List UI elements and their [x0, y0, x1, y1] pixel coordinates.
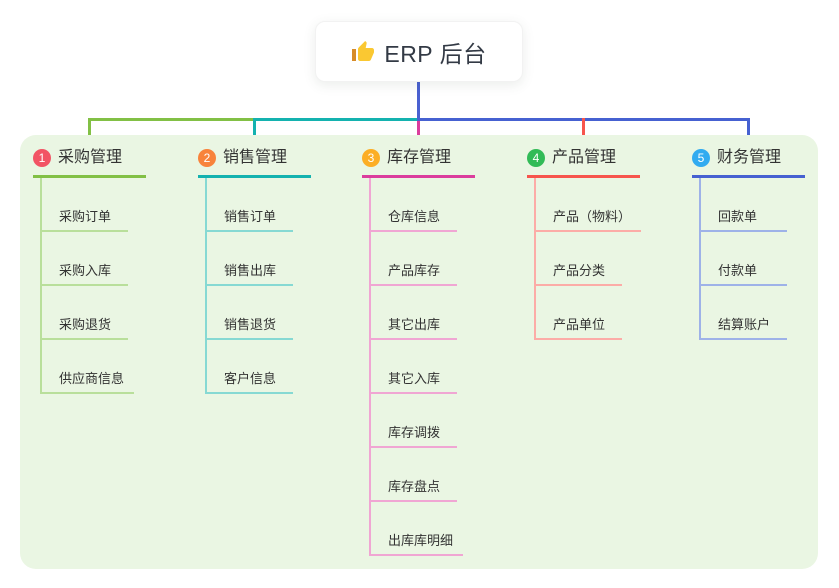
child-node[interactable]: 销售订单: [207, 178, 293, 232]
child-node[interactable]: 产品库存: [371, 232, 457, 286]
branch-number-badge: 2: [198, 149, 216, 167]
branch-label: 销售管理: [223, 149, 288, 166]
child-node[interactable]: 采购退货: [42, 286, 128, 340]
connector-line: [416, 121, 420, 147]
branch-3: 3 库存管理 仓库信息产品库存其它出库其它入库库存调拨库存盘点出库库明细: [362, 147, 475, 556]
child-node[interactable]: 其它出库: [371, 286, 457, 340]
child-node[interactable]: 回款单: [701, 178, 787, 232]
connector-line: [581, 118, 585, 147]
child-node[interactable]: 销售出库: [207, 232, 293, 286]
child-node[interactable]: 采购订单: [42, 178, 128, 232]
branch-number-badge: 5: [692, 149, 710, 167]
branch-4: 4 产品管理 产品（物料）产品分类产品单位: [527, 147, 642, 340]
branch-children: 采购订单采购入库采购退货供应商信息: [40, 178, 135, 394]
connector-line: [417, 82, 420, 121]
branch-header[interactable]: 1 采购管理: [33, 147, 146, 178]
root-node-label: ERP 后台: [384, 40, 487, 67]
thumbs-up-icon: [351, 40, 375, 64]
child-node[interactable]: 客户信息: [207, 340, 293, 394]
child-node[interactable]: 销售退货: [207, 286, 293, 340]
connector-line: [87, 118, 91, 147]
child-node[interactable]: 产品单位: [536, 286, 622, 340]
child-node[interactable]: 出库库明细: [371, 502, 464, 556]
branch-1: 1 采购管理 采购订单采购入库采购退货供应商信息: [33, 147, 146, 394]
child-node[interactable]: 其它入库: [371, 340, 457, 394]
child-node[interactable]: 采购入库: [42, 232, 128, 286]
child-node[interactable]: 结算账户: [701, 286, 787, 340]
child-node[interactable]: 产品（物料）: [536, 178, 642, 232]
branch-5: 5 财务管理 回款单付款单结算账户: [692, 147, 805, 340]
branch-header[interactable]: 2 销售管理: [198, 147, 311, 178]
child-node[interactable]: 库存盘点: [371, 448, 457, 502]
root-node[interactable]: ERP 后台: [315, 21, 523, 82]
connector-line: [746, 118, 750, 147]
branch-number-badge: 1: [33, 149, 51, 167]
branch-label: 财务管理: [717, 149, 782, 166]
branch-children: 销售订单销售出库销售退货客户信息: [205, 178, 293, 394]
branch-header[interactable]: 5 财务管理: [692, 147, 805, 178]
branch-number-badge: 4: [527, 149, 545, 167]
connector-line: [252, 118, 256, 147]
child-node[interactable]: 仓库信息: [371, 178, 457, 232]
branch-children: 回款单付款单结算账户: [699, 178, 787, 340]
branch-children: 仓库信息产品库存其它出库其它入库库存调拨库存盘点出库库明细: [369, 178, 464, 556]
connector-line: [87, 118, 255, 121]
branch-label: 产品管理: [552, 149, 617, 166]
branch-header[interactable]: 3 库存管理: [362, 147, 475, 178]
branch-label: 采购管理: [58, 149, 123, 166]
branch-children: 产品（物料）产品分类产品单位: [534, 178, 642, 340]
branch-2: 2 销售管理 销售订单销售出库销售退货客户信息: [198, 147, 311, 394]
child-node[interactable]: 产品分类: [536, 232, 622, 286]
branch-number-badge: 3: [362, 149, 380, 167]
child-node[interactable]: 供应商信息: [42, 340, 135, 394]
child-node[interactable]: 付款单: [701, 232, 787, 286]
branch-header[interactable]: 4 产品管理: [527, 147, 640, 178]
branches-panel: [20, 135, 818, 569]
child-node[interactable]: 库存调拨: [371, 394, 457, 448]
branch-label: 库存管理: [387, 149, 452, 166]
connector-line: [252, 118, 419, 121]
